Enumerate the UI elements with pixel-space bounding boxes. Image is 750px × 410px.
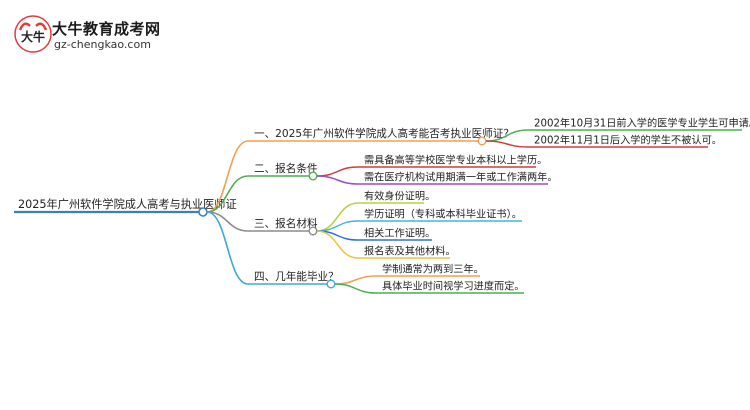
leaf-label-2-2[interactable]: 需在医疗机构试用期满一年或工作满两年。: [364, 171, 558, 184]
leaf-connector-2-2: [316, 175, 359, 185]
branch-connector-2: [206, 175, 249, 213]
leaf-connector-1-2: [485, 140, 529, 148]
logo-url: gz-chengkao.com: [54, 38, 151, 51]
leaf-label-4-1[interactable]: 学制通常为两到三年。: [382, 263, 484, 276]
leaf-connector-4-2: [334, 283, 377, 294]
leaf-label-1-2[interactable]: 2002年11月1日后入学的学生不被认可。: [534, 134, 722, 147]
branch-label-1[interactable]: 一、2025年广州软件学院成人高考能否考执业医师证？: [254, 127, 514, 140]
leaf-label-3-2[interactable]: 学历证明（专科或本科毕业证书）。: [364, 208, 522, 221]
root-node-label[interactable]: 2025年广州软件学院成人高考与执业医师证: [18, 197, 237, 211]
leaf-label-4-2[interactable]: 具体毕业时间视学习进度而定。: [382, 280, 525, 293]
leaf-label-1-1[interactable]: 2002年10月31日前入学的医学专业学生可申请。: [534, 117, 750, 130]
branch-connector-dot-3: [308, 226, 318, 236]
site-logo[interactable]: 大牛 大牛教育成考网 gz-chengkao.com: [14, 14, 184, 58]
branch-connector-4: [206, 211, 249, 285]
leaf-connector-4-1: [334, 275, 377, 285]
logo-title: 大牛教育成考网: [52, 20, 161, 38]
leaf-connector-3-4: [316, 230, 359, 259]
branch-connector-dot-2: [308, 171, 318, 181]
branch-label-4[interactable]: 四、几年能毕业？: [254, 270, 339, 283]
leaf-label-3-1[interactable]: 有效身份证明。: [364, 190, 435, 203]
leaf-label-3-4[interactable]: 报名表及其他材料。: [364, 245, 456, 258]
branch-connector-dot-4: [326, 279, 336, 289]
branch-label-3[interactable]: 三、报名材料: [254, 217, 318, 230]
branch-connector-dot-1: [477, 136, 487, 146]
branch-connector-1: [206, 140, 249, 213]
leaf-label-2-1[interactable]: 需具备高等学校医学专业本科以上学历。: [364, 154, 547, 167]
branch-label-2[interactable]: 二、报名条件: [254, 162, 318, 175]
root-connector: [198, 207, 208, 217]
svg-text:大牛: 大牛: [21, 29, 45, 44]
leaf-connector-2-1: [316, 166, 359, 177]
leaf-label-3-3[interactable]: 相关工作证明。: [364, 227, 435, 240]
bull-logo-icon: 大牛: [14, 14, 52, 54]
